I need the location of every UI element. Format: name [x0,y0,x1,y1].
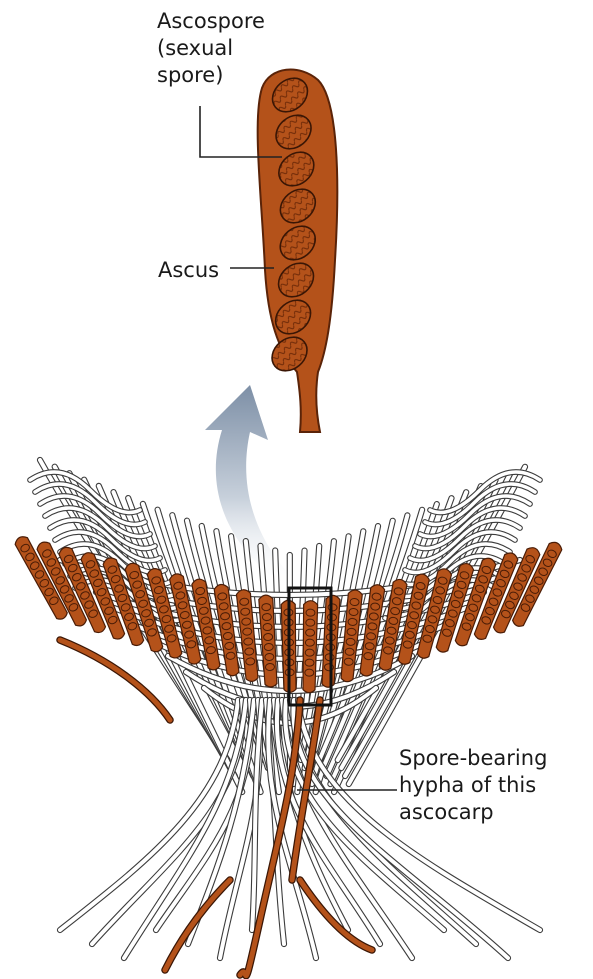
ascospore-label: Ascospore (sexual spore) [157,8,265,89]
ascospore-label-line: Ascospore [157,8,265,35]
ascospore-label-line: (sexual [157,35,265,62]
spore-bearing-hypha [60,640,170,720]
ascus-label-text: Ascus [158,257,219,284]
hypha-label: Spore-bearing hypha of this ascocarp [399,745,547,826]
spore-bearing-hypha [60,640,170,720]
ascus [302,601,318,693]
hypha-label-line: Spore-bearing [399,745,547,772]
hypha [92,700,243,944]
enlarged-ascus [258,70,338,432]
hypha-label-line: hypha of this [399,772,547,799]
ascospore-label-line: spore) [157,62,265,89]
ascocarp-hyphae [30,460,540,958]
ascus-label: Ascus [158,257,219,284]
hypha-label-line: ascocarp [399,799,547,826]
hypha [92,700,243,944]
